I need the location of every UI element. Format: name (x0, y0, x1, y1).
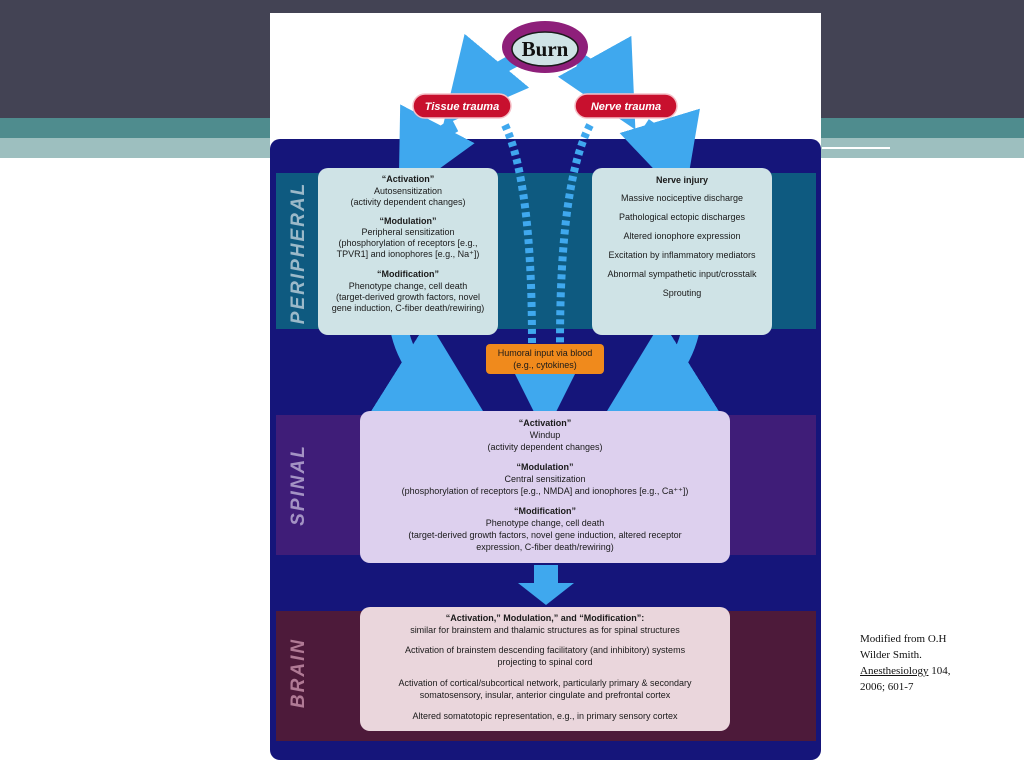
spinal-modulation-heading: “Modulation” (517, 462, 574, 472)
brain-text-line: somatosensory, insular, anterior cingula… (420, 690, 671, 700)
tissue-trauma-label: Tissue trauma (412, 93, 512, 119)
arrow-nerve-humoral-dashed (556, 123, 594, 344)
spinal-text-line: Phenotype change, cell death (486, 518, 605, 528)
nerve-trauma-label: Nerve trauma (574, 93, 678, 119)
peripheral-activation-heading: “Activation” (382, 174, 435, 184)
tissue-trauma-text: Tissue trauma (425, 101, 499, 113)
brain-text-line: Activation of brainstem descending facil… (405, 645, 686, 655)
source-citation: Modified from O.H Wilder Smith. Anesthes… (860, 631, 1010, 695)
region-label-brain: BRAIN (288, 638, 309, 708)
citation-line: Modified from O.H (860, 633, 947, 645)
citation-journal: Anesthesiology (860, 665, 929, 677)
peripheral-text-line: Phenotype change, cell death (349, 281, 468, 291)
peripheral-mechanisms-box: “Activation” Autosensitization (activity… (318, 168, 498, 335)
nerve-injury-heading: Nerve injury (656, 175, 708, 185)
spinal-mechanisms-box: “Activation” Windup (activity dependent … (360, 411, 730, 563)
spinal-modification-heading: “Modification” (514, 506, 576, 516)
arrow-peripheral-left-to-spinal (370, 320, 491, 424)
citation-volume: 104, (928, 665, 951, 677)
arrow-tissue-to-peripheral (398, 104, 475, 199)
peripheral-text-line: (target-derived growth factors, novel (336, 292, 480, 302)
peripheral-text-line: gene induction, C-fiber death/rewiring) (332, 303, 485, 313)
nerve-injury-item: Sprouting (663, 288, 702, 298)
region-label-spinal: SPINAL (288, 444, 309, 526)
spinal-activation-heading: “Activation” (519, 418, 572, 428)
arrow-burn-to-nerve (557, 35, 636, 130)
nerve-injury-box: Nerve injury Massive nociceptive dischar… (592, 168, 772, 335)
arrow-spinal-to-brain (518, 565, 574, 605)
divider-line (822, 147, 890, 149)
region-label-peripheral: PERIPHERAL (288, 182, 309, 324)
peripheral-modulation-heading: “Modulation” (380, 216, 437, 226)
flow-arrows (370, 33, 720, 434)
spinal-text-line: (phosphorylation of receptors [e.g., NMD… (402, 486, 689, 496)
burn-label: Burn (522, 37, 569, 61)
citation-line: Wilder Smith. (860, 649, 922, 661)
arrow-tissue-humoral-dashed (501, 123, 536, 344)
peripheral-text-line: Peripheral sensitization (361, 227, 454, 237)
nerve-injury-item: Pathological ectopic discharges (619, 212, 746, 222)
citation-line: Anesthesiology 104, (860, 663, 1010, 679)
peripheral-text-line: TPVR1] and ionophores [e.g., Na⁺]) (337, 249, 480, 259)
spinal-text-line: (activity dependent changes) (487, 442, 602, 452)
brain-text-line: Activation of cortical/subcortical netwo… (398, 678, 692, 688)
spinal-text-line: Windup (530, 430, 561, 440)
divider-line-short (822, 158, 834, 159)
humoral-text-line: Humoral input via blood (498, 348, 593, 358)
arrow-peripheral-right-to-spinal (599, 320, 720, 424)
spinal-text-line: (target-derived growth factors, novel ge… (408, 530, 681, 540)
humoral-input-box: Humoral input via blood (e.g., cytokines… (486, 344, 604, 374)
brain-text-line: projecting to spinal cord (497, 657, 592, 667)
spinal-text-line: expression, C-fiber death/rewiring) (476, 542, 614, 552)
peripheral-modification-heading: “Modification” (377, 269, 439, 279)
peripheral-text-line: (phosphorylation of receptors [e.g., (338, 238, 477, 248)
arrow-nerve-to-peripheral (619, 108, 700, 202)
nerve-injury-item: Altered ionophore expression (623, 231, 740, 241)
peripheral-text-line: Autosensitization (374, 186, 442, 196)
peripheral-text-line: (activity dependent changes) (350, 197, 465, 207)
brain-mechanisms-box: “Activation,” Modulation,” and “Modifica… (360, 607, 730, 731)
brain-text-line: similar for brainstem and thalamic struc… (410, 625, 680, 635)
spinal-text-line: Central sensitization (504, 474, 585, 484)
arrow-burn-to-tissue (443, 33, 530, 126)
brain-text-line: Altered somatotopic representation, e.g.… (412, 711, 678, 721)
nerve-injury-item: Excitation by inflammatory mediators (608, 250, 756, 260)
nerve-trauma-text: Nerve trauma (591, 101, 661, 113)
pain-mechanism-figure: PERIPHERAL SPINAL BRAIN Burn Tissue trau… (270, 13, 821, 760)
humoral-text-line: (e.g., cytokines) (513, 360, 577, 370)
brain-heading: “Activation,” Modulation,” and “Modifica… (446, 613, 645, 623)
burn-node: Burn (502, 21, 588, 73)
citation-line: 2006; 601-7 (860, 681, 914, 693)
nerve-injury-item: Abnormal sympathetic input/crosstalk (607, 269, 757, 279)
nerve-injury-item: Massive nociceptive discharge (621, 193, 743, 203)
